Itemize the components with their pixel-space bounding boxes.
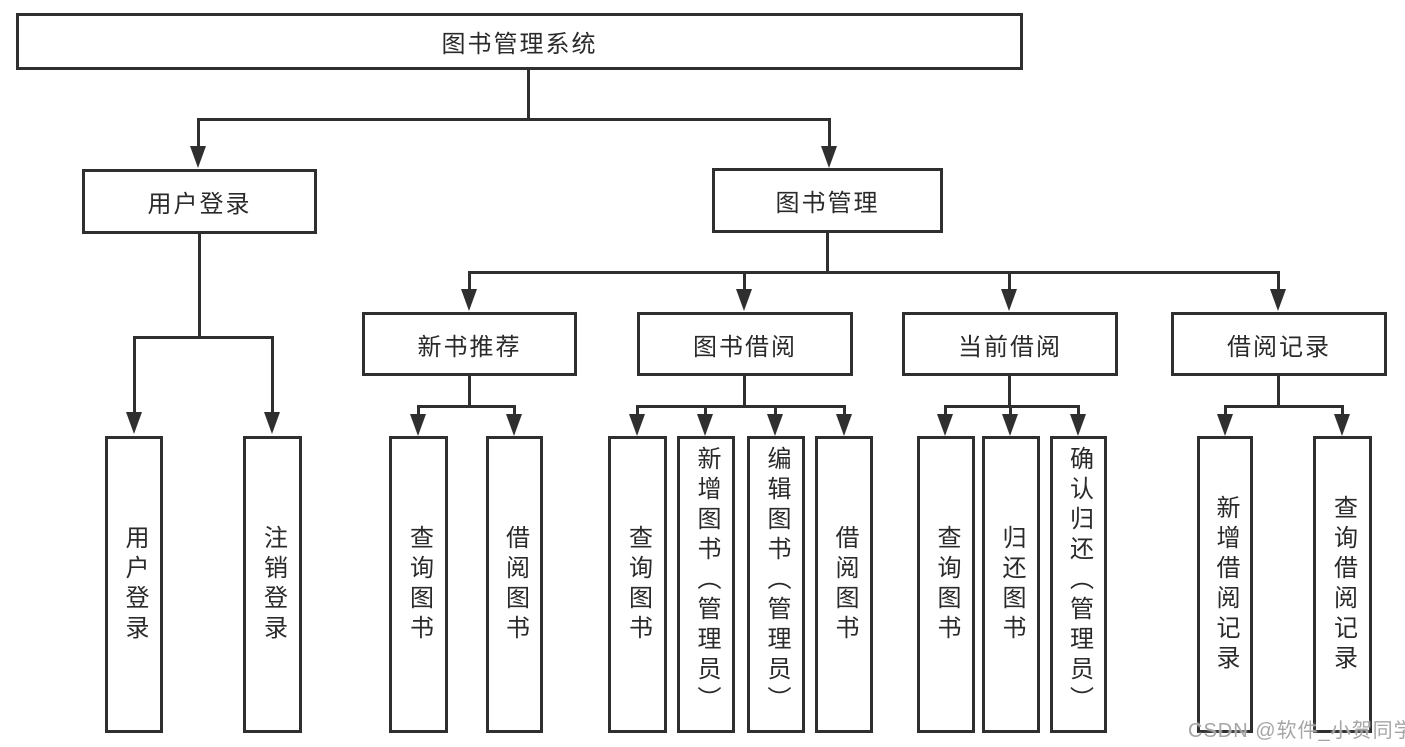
connector-stem bbox=[468, 376, 471, 407]
node-label: 当前借阅 bbox=[958, 333, 1062, 361]
node-current-borrowing: 当前借阅 bbox=[902, 312, 1118, 376]
connector-leaf-drop bbox=[704, 405, 707, 416]
connector-leaf-drop bbox=[774, 405, 777, 416]
connector-leaf-drop bbox=[1009, 405, 1012, 416]
node-label: 用户登录 bbox=[121, 524, 148, 645]
node-label: 编辑图书（管理员） bbox=[763, 446, 790, 716]
connector-book-mgmt-drop bbox=[828, 118, 831, 147]
connector-level3-drop bbox=[1008, 271, 1011, 291]
arrowhead-down-icon bbox=[1217, 414, 1233, 436]
node-label: 图书借阅 bbox=[693, 333, 797, 361]
arrowhead-down-icon bbox=[461, 289, 477, 311]
connector-rail bbox=[636, 405, 846, 408]
node-label: 查询图书 bbox=[405, 524, 433, 645]
node-label: 借阅图书 bbox=[831, 524, 858, 645]
node-label: 查询图书 bbox=[624, 524, 652, 645]
node-label: 查询借阅记录 bbox=[1329, 494, 1357, 675]
connector-leaf-drop bbox=[133, 336, 136, 414]
leaf-borrow-books-borrowing: 借阅图书 bbox=[815, 436, 873, 733]
arrowhead-down-icon bbox=[410, 414, 426, 436]
arrowhead-down-icon bbox=[767, 414, 783, 436]
connector-leaf-drop bbox=[1341, 405, 1344, 416]
leaf-borrow-books-recommend: 借阅图书 bbox=[486, 436, 543, 733]
leaf-user-login: 用户登录 bbox=[105, 436, 163, 733]
connector-leaf-drop bbox=[1077, 405, 1080, 416]
leaf-confirm-return-admin: 确认归还（管理员） bbox=[1050, 436, 1107, 733]
connector-user-login-rail bbox=[133, 336, 274, 339]
node-book-management: 图书管理 bbox=[712, 168, 943, 233]
leaf-query-books-borrowing: 查询图书 bbox=[608, 436, 667, 733]
connector-book-mgmt-stem bbox=[826, 233, 829, 273]
leaf-add-book-admin: 新增图书（管理员） bbox=[677, 436, 735, 733]
connector-leaf-drop bbox=[271, 336, 274, 414]
connector-stem bbox=[1008, 376, 1011, 407]
node-library-management-system: 图书管理系统 bbox=[16, 13, 1023, 70]
node-new-book-recommend: 新书推荐 bbox=[362, 312, 577, 376]
node-label: 查询图书 bbox=[933, 524, 960, 645]
arrowhead-down-icon bbox=[697, 414, 713, 436]
arrowhead-down-icon bbox=[629, 414, 645, 436]
connector-level3-rail bbox=[468, 271, 1280, 274]
node-label: 归还图书 bbox=[998, 524, 1025, 645]
connector-leaf-drop bbox=[513, 405, 516, 416]
arrowhead-down-icon bbox=[1270, 289, 1286, 311]
arrowhead-down-icon bbox=[836, 414, 852, 436]
connector-leaf-drop bbox=[1224, 405, 1227, 416]
arrowhead-down-icon bbox=[937, 414, 953, 436]
connector-rail bbox=[944, 405, 1080, 408]
leaf-query-books-recommend: 查询图书 bbox=[389, 436, 448, 733]
connector-rail bbox=[1224, 405, 1344, 408]
connector-leaf-drop bbox=[417, 405, 420, 416]
arrowhead-down-icon bbox=[1002, 414, 1018, 436]
node-label: 借阅记录 bbox=[1227, 333, 1331, 361]
node-label: 新增图书（管理员） bbox=[693, 446, 720, 716]
leaf-query-books-current: 查询图书 bbox=[917, 436, 975, 733]
connector-level2-rail bbox=[197, 118, 830, 121]
node-label: 确认归还（管理员） bbox=[1065, 446, 1093, 716]
arrowhead-down-icon bbox=[1001, 289, 1017, 311]
arrowhead-down-icon bbox=[190, 146, 206, 168]
node-label: 借阅图书 bbox=[501, 524, 529, 645]
node-label: 用户登录 bbox=[147, 191, 252, 218]
connector-root-stem bbox=[527, 70, 530, 118]
connector-rail bbox=[417, 405, 516, 408]
leaf-query-borrow-record: 查询借阅记录 bbox=[1313, 436, 1372, 733]
node-label: 图书管理 bbox=[775, 190, 880, 217]
leaf-logout: 注销登录 bbox=[243, 436, 302, 733]
node-label: 图书管理系统 bbox=[441, 31, 598, 58]
connector-stem bbox=[1277, 376, 1280, 407]
arrowhead-down-icon bbox=[736, 289, 752, 311]
connector-stem bbox=[743, 376, 746, 407]
leaf-edit-book-admin: 编辑图书（管理员） bbox=[747, 436, 805, 733]
node-label: 新增借阅记录 bbox=[1212, 494, 1239, 675]
connector-user-login-stem bbox=[198, 234, 201, 336]
leaf-add-borrow-record: 新增借阅记录 bbox=[1197, 436, 1253, 733]
leaf-return-book: 归还图书 bbox=[982, 436, 1040, 733]
node-label: 新书推荐 bbox=[417, 333, 522, 361]
arrowhead-down-icon bbox=[1070, 414, 1086, 436]
arrowhead-down-icon bbox=[1334, 414, 1350, 436]
node-book-borrowing: 图书借阅 bbox=[637, 312, 853, 376]
connector-level3-drop bbox=[743, 271, 746, 291]
node-label: 注销登录 bbox=[259, 524, 287, 645]
connector-user-login-drop bbox=[197, 118, 200, 147]
arrowhead-down-icon bbox=[821, 146, 837, 168]
connector-leaf-drop bbox=[843, 405, 846, 416]
node-user-login: 用户登录 bbox=[82, 169, 317, 234]
arrowhead-down-icon bbox=[506, 414, 522, 436]
connector-leaf-drop bbox=[636, 405, 639, 416]
connector-leaf-drop bbox=[944, 405, 947, 416]
arrowhead-down-icon bbox=[264, 412, 280, 434]
connector-level3-drop bbox=[1277, 271, 1280, 291]
connector-level3-drop bbox=[468, 271, 471, 291]
arrowhead-down-icon bbox=[126, 412, 142, 434]
node-borrowing-records: 借阅记录 bbox=[1171, 312, 1387, 376]
watermark: CSDN @软件_小贺同学 bbox=[1188, 720, 1405, 742]
